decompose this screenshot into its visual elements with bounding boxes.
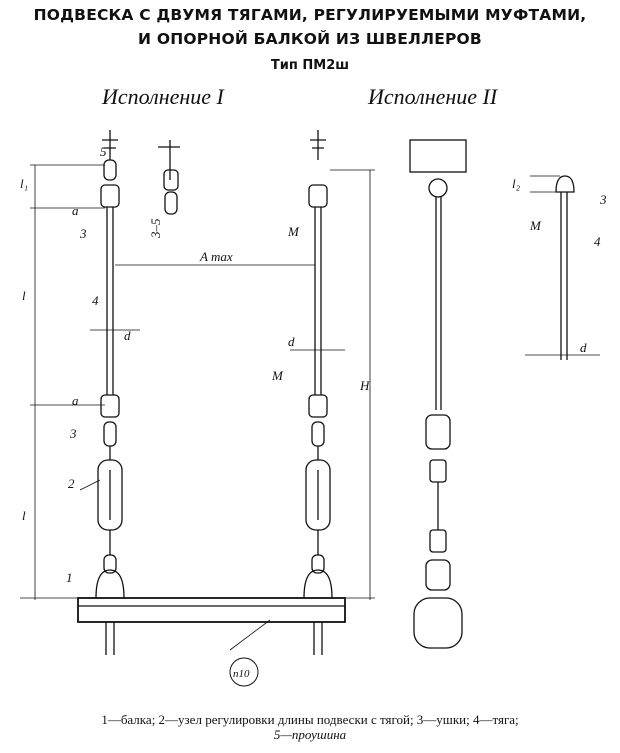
label-l-bottom: l [22,508,26,523]
label-l-top: l [22,288,26,303]
title-line-2: И ОПОРНОЙ БАЛКОЙ ИЗ ШВЕЛЛЕРОВ [138,30,482,48]
figure-caption: 1—балка; 2—узел регулировки длины подвес… [0,712,620,742]
version-1-heading: Исполнение I [102,84,224,109]
detail-view [555,175,575,360]
label-3-5: 3–5 [148,218,163,239]
left-hanger [95,130,125,655]
label-l2: l₂ [512,176,521,191]
label-3-top: 3 [79,226,87,241]
label-h: H [359,378,370,393]
profile-marker [229,657,259,687]
label-m-mid: M [271,368,284,383]
label-a-mid: a [72,393,79,408]
label-5: 5 [100,144,107,159]
label-1: 1 [66,570,73,585]
label-4-right: 4 [594,234,601,249]
label-d-right: d [580,340,587,355]
label-4: 4 [92,293,99,308]
label-2: 2 [68,476,75,491]
support-beam [77,597,346,623]
detail-ear [158,140,180,215]
label-a-top: a [72,203,79,218]
right-hanger [303,130,333,655]
label-d-mid: d [288,334,295,349]
label-d-left: d [124,328,131,343]
label-l1: l₁ [20,176,28,191]
version-2-heading: Исполнение II [368,84,498,109]
caption-line-2: 5—проушина [273,727,347,742]
label-3-mid: 3 [69,426,77,441]
dimension-lines [20,164,600,651]
title-line-1: ПОДВЕСКА С ДВУМЯ ТЯГАМИ, РЕГУЛИРУЕМЫМИ М… [33,6,587,24]
caption-line-1: 1—балка; 2—узел регулировки длины подвес… [101,712,519,727]
type-label: Тип ПМ2ш [270,58,350,73]
label-m-top: M [287,224,300,239]
label-p10: п10 [233,668,250,680]
label-3-right: 3 [599,192,607,207]
label-amax: A max [199,249,233,264]
label-m-right: M [529,218,542,233]
side-view [409,139,467,649]
